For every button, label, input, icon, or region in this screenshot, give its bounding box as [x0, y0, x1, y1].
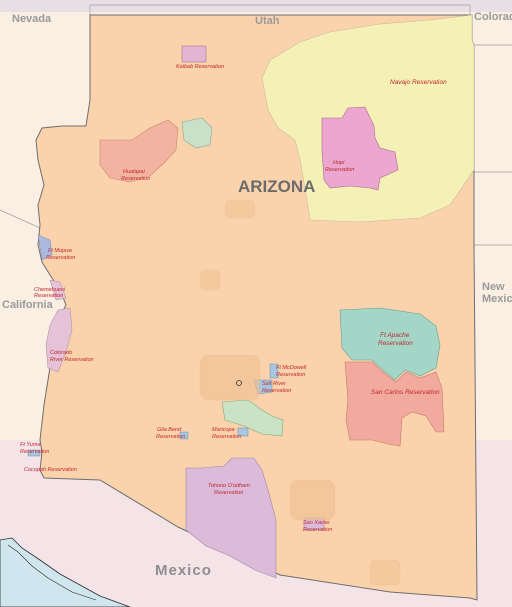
label-kaibab: Kaibab Reservation — [176, 64, 224, 70]
label-fort-mojave-2: Reservation — [46, 255, 75, 261]
fort-yuma-reservation — [27, 449, 41, 457]
chemehuevi-reservation — [49, 279, 67, 301]
label-chemehuevi-2: Reservation — [34, 293, 63, 299]
label-cocopah: Cocopah Reservation — [24, 467, 77, 473]
fort-apache-reservation — [339, 307, 441, 381]
label-salt-river-1: Salt River — [262, 381, 287, 387]
label-navajo: Navajo Reservation — [390, 79, 447, 86]
label-san-xavier-1: San Xavier — [303, 520, 331, 526]
label-hualapai-2: Reservation — [121, 176, 150, 182]
hualapai-reservation — [99, 119, 179, 183]
label-fort-yuma-2: Reservation — [20, 449, 49, 455]
hopi-reservation — [321, 106, 399, 191]
label-maricopa-2: Reservation — [212, 434, 241, 440]
gulf-water — [0, 537, 131, 607]
label-san-xavier-2: Reservation — [303, 527, 332, 533]
label-new-mexico-2: Mexico — [482, 293, 512, 305]
urban-blobs — [199, 199, 401, 586]
label-fort-mcdowell-2: Reservation — [276, 372, 305, 378]
label-tohono-2: Reservation — [214, 490, 243, 496]
label-fort-yuma-1: Ft Yuma — [20, 442, 40, 448]
label-fort-mojave-1: Ft Mojave — [48, 248, 72, 254]
label-fort-mcdowell-1: Ft McDowell — [276, 365, 307, 371]
label-colorado: Colorado — [474, 11, 512, 23]
label-maricopa-1: Maricopa — [212, 427, 235, 433]
label-hopi-1: Hopi — [333, 160, 345, 166]
capital-marker-icon — [236, 380, 242, 386]
top-band — [0, 0, 512, 12]
san-carlos-reservation — [344, 361, 445, 447]
label-new-mexico-1: New — [482, 281, 505, 293]
label-hualapai-1: Hualapai — [123, 169, 145, 175]
label-colorado-river-2: River Reservation — [50, 357, 94, 363]
label-gila-bend-1: Gila Bend — [157, 427, 182, 433]
label-california: California — [2, 299, 54, 311]
kaibab-reservation — [181, 45, 207, 63]
label-tohono-1: Tohono O'odham — [208, 483, 250, 489]
havasupai-reservation — [181, 117, 213, 149]
label-colorado-river-1: Colorado — [50, 350, 72, 356]
coastline — [7, 544, 97, 601]
map-title: ARIZONA — [238, 177, 315, 196]
label-fort-apache-2: Reservation — [378, 340, 413, 347]
label-hopi-2: Reservation — [325, 167, 354, 173]
label-nevada: Nevada — [12, 13, 52, 25]
fort-mojave-reservation — [37, 234, 53, 261]
colorado-river-reservation — [45, 307, 73, 373]
label-gila-bend-2: Reservation — [156, 434, 185, 440]
label-salt-river-2: Reservation — [262, 388, 291, 394]
tohono-oodham-reservation — [185, 457, 277, 579]
label-san-carlos: San Carlos Reservation — [371, 389, 440, 396]
label-utah: Utah — [255, 15, 280, 27]
label-mexico: Mexico — [155, 562, 212, 579]
fort-mcdowell-reservation — [269, 363, 279, 379]
gila-river-reservation — [221, 399, 284, 437]
label-chemehuevi-1: Chemehuevi — [34, 287, 66, 293]
label-fort-apache-1: Ft Apache — [380, 332, 410, 339]
maricopa-reservation — [237, 427, 249, 437]
gila-bend-reservation — [179, 431, 189, 440]
